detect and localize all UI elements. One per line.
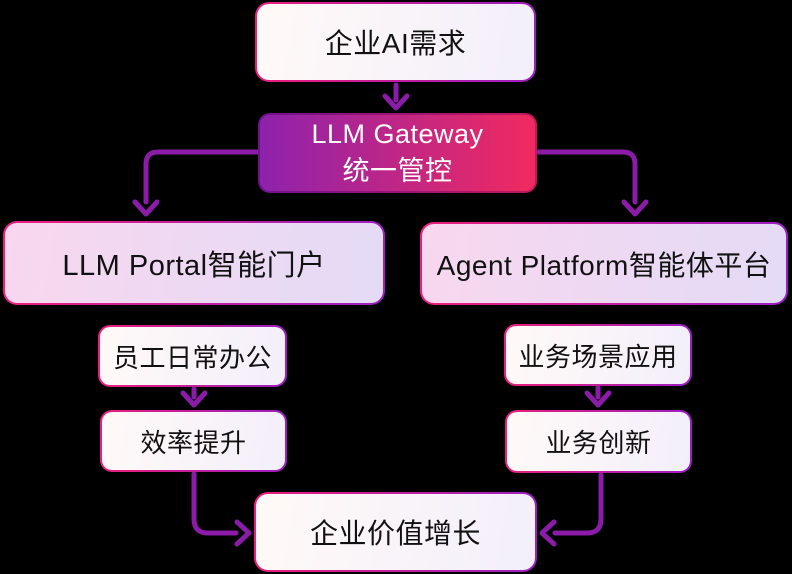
node-employee-daily-office-label: 员工日常办公 (112, 342, 272, 373)
arrow-demand-to-gateway (382, 82, 410, 111)
arrow-scenario-to-innovation (584, 385, 612, 408)
arrow-gateway-to-agent (533, 149, 649, 217)
node-employee-daily-office: 员工日常办公 (98, 325, 287, 387)
node-business-scenario-application-label: 业务场景应用 (518, 341, 678, 372)
arrow-office-to-efficiency (180, 386, 208, 408)
node-efficiency-improvement: 效率提升 (100, 410, 287, 472)
node-agent-platform-label: Agent Platform智能体平台 (436, 249, 772, 281)
arrow-efficiency-to-value (191, 471, 252, 547)
node-llm-portal-label: LLM Portal智能门户 (62, 250, 326, 282)
node-enterprise-value-growth: 企业价值增长 (254, 492, 537, 572)
node-agent-platform: Agent Platform智能体平台 (420, 222, 788, 305)
node-business-innovation-label: 业务创新 (545, 428, 652, 458)
node-llm-portal: LLM Portal智能门户 (3, 221, 385, 305)
node-llm-gateway-label-line2: 统一管控 (342, 156, 453, 186)
node-enterprise-value-growth-label: 企业价值增长 (309, 518, 481, 549)
node-efficiency-improvement-label: 效率提升 (140, 427, 247, 458)
arrow-gateway-to-portal (132, 149, 262, 217)
node-business-innovation: 业务创新 (505, 410, 692, 473)
node-enterprise-ai-demand: 企业AI需求 (255, 2, 536, 82)
node-llm-gateway: LLM Gateway 统一管控 (258, 113, 537, 193)
node-llm-gateway-label-line1: LLM Gateway (311, 118, 484, 149)
node-enterprise-ai-demand-label: 企业AI需求 (324, 28, 467, 59)
node-business-scenario-application: 业务场景应用 (504, 324, 692, 386)
arrow-innovation-to-value (539, 472, 604, 547)
